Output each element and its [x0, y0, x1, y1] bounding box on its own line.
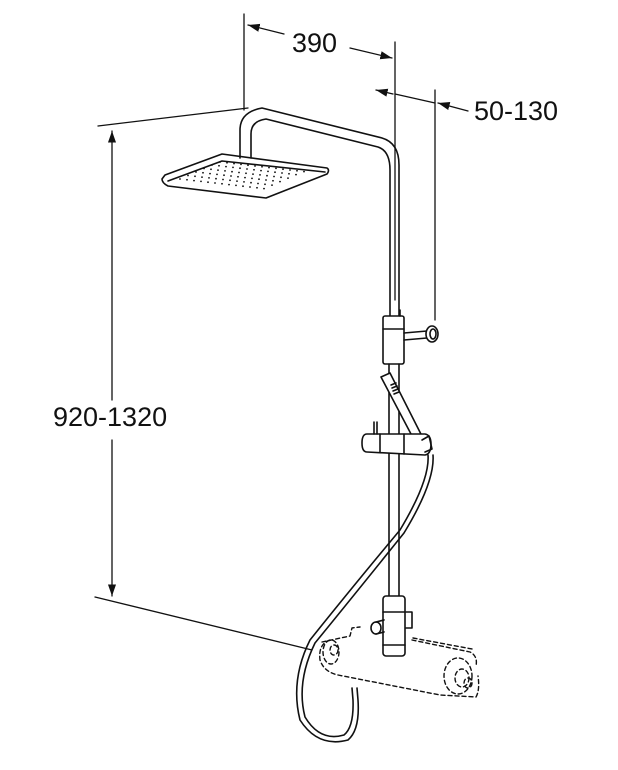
lower-connector	[370, 595, 413, 657]
wall-offset-dimension-label: 50-130	[474, 96, 559, 126]
shower-head-nozzles	[179, 161, 305, 190]
height-dimension-label: 920-1320	[53, 402, 168, 432]
width-dimension-label: 390	[292, 28, 338, 58]
shower-hose	[295, 454, 434, 743]
wall-offset-dimension	[375, 88, 469, 321]
width-dimension	[243, 13, 396, 301]
upper-wall-bracket	[382, 315, 439, 365]
thermostatic-mixer	[319, 626, 480, 698]
overhead-shower-head	[161, 153, 330, 199]
shower-arm	[239, 107, 400, 317]
slider-bracket	[361, 421, 433, 456]
height-dimension	[94, 107, 313, 651]
